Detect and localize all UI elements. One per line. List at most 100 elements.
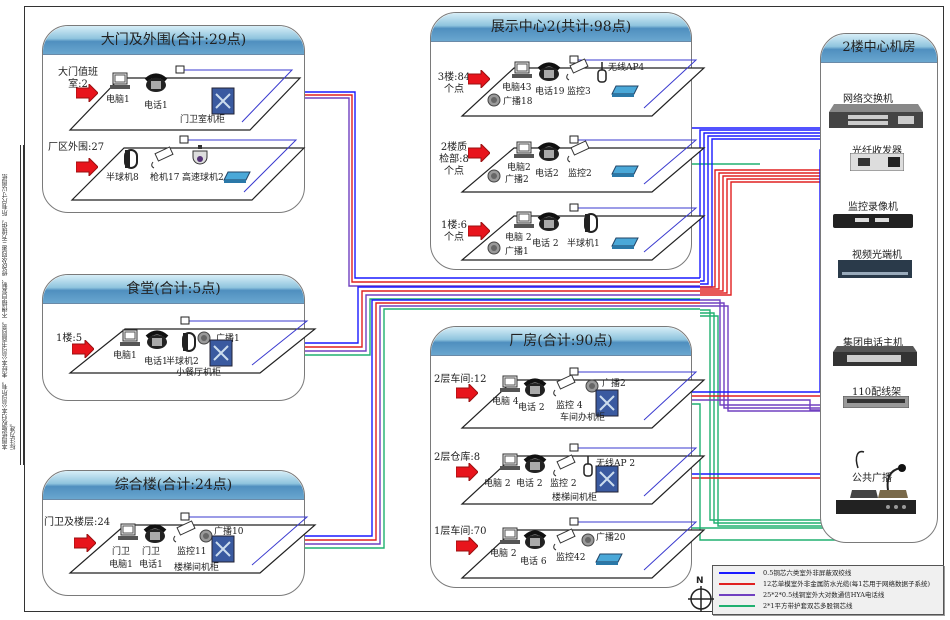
arrow-icon: [71, 338, 95, 360]
legend-label: 2*1平方带护套双芯多股铜芯线: [763, 602, 853, 610]
device-label: 电话1: [144, 101, 168, 111]
switch-icon: [595, 550, 623, 569]
compass-label: N: [696, 576, 704, 586]
device-label: 监控 4: [556, 401, 583, 411]
device-label: 广播2: [602, 379, 626, 389]
floor-plate: [460, 147, 706, 193]
trunk-fiber: [700, 178, 860, 294]
cabinet-icon: [211, 87, 235, 118]
device-label: 电话 2: [518, 403, 545, 413]
network-switch-label: 网络交换机: [843, 94, 893, 105]
phone-icon: [143, 524, 167, 546]
device-label: 广播10: [214, 527, 244, 537]
trunk-data: [700, 135, 836, 285]
patch-panel-label: 110配线架: [852, 387, 902, 398]
panel-canteen-title: 食堂(合计:5点): [43, 275, 304, 304]
floor-plate: [460, 529, 706, 579]
arrow-icon: [467, 220, 491, 242]
cabinet-label: 楼梯间机柜: [174, 563, 220, 573]
switch-icon: [611, 82, 639, 101]
arrow-icon: [75, 82, 99, 104]
legend-label: 12芯单模室外非金属防水光缆(每1芯用于网络数据子系统): [763, 580, 930, 588]
cabinet-label: 车间办机柜: [560, 413, 606, 423]
area-label-gate-perimeter: 厂区外围:27: [48, 142, 105, 153]
arrow-icon: [455, 382, 479, 404]
compass-icon: [688, 586, 714, 612]
device-label: 广播20: [596, 533, 626, 543]
pa-system-label: 公共广播: [852, 473, 892, 484]
computer-icon: [514, 141, 534, 162]
arrow-icon: [73, 532, 97, 554]
computer-icon: [500, 527, 520, 548]
phone-icon: [523, 454, 547, 476]
area-label-factory-1f-workshop: 1层车间:70: [434, 526, 487, 537]
legend-swatch: [719, 594, 755, 596]
device-label: 监控2: [568, 169, 592, 179]
speaker-icon: [486, 168, 502, 188]
device-label: 无线AP 2: [596, 459, 636, 469]
device-label: 监控42: [556, 553, 586, 563]
device-label: 电脑2: [507, 163, 531, 173]
nvr-label: 监控录像机: [848, 202, 898, 213]
computer-icon: [118, 523, 138, 544]
ptz-camera-icon: [190, 145, 210, 169]
cable-complex: [234, 302, 700, 541]
cabinet-label: 小餐厅机柜: [176, 368, 222, 378]
device-label: 电脑 4: [492, 397, 519, 407]
floor-plate: [460, 455, 706, 505]
speaker-icon: [584, 378, 600, 398]
panel-gate-title: 大门及外围(合计:29点): [43, 26, 304, 55]
computer-icon: [110, 72, 130, 93]
bullet-camera-icon: [552, 374, 576, 400]
trunk-broadcast: [700, 309, 870, 521]
arrow-icon: [75, 156, 99, 178]
device-label: 电话2: [535, 169, 559, 179]
trunk-fiber: [700, 172, 860, 290]
cabinet-icon: [209, 339, 233, 370]
legend-label: 0.5铜芯六类室外非屏蔽双绞线: [763, 569, 852, 577]
area-label-exhibition-2f: 2楼质检部:8个点: [439, 142, 469, 177]
legend-swatch: [719, 605, 755, 607]
cabinet-icon: [595, 389, 619, 420]
area-label-gate-duty: 大门值班室:2: [58, 67, 98, 90]
phone-icon: [537, 142, 561, 164]
area-label-exhibition-1f: 1楼:6个点: [440, 220, 468, 243]
device-label: 半球机8: [106, 173, 139, 183]
device-label: 电脑 2: [505, 233, 532, 243]
device-label: 电话1: [144, 357, 168, 367]
area-label-factory-2f-warehouse: 2层仓库:8: [434, 452, 481, 463]
trunk-fiber: [700, 169, 860, 288]
phone-icon: [537, 62, 561, 84]
device-label: 电话 6: [520, 557, 547, 567]
switch-icon: [611, 234, 639, 253]
bullet-camera-icon: [566, 140, 590, 166]
device-label: 广播18: [503, 97, 533, 107]
legend-item-phone: 25*2*0.5线铜室外大对数通信HYA电话线: [719, 590, 884, 601]
pa-system-icon: [836, 450, 916, 514]
area-label-complex: 门卫及楼层:24: [44, 517, 111, 528]
switch-icon: [611, 162, 639, 181]
fiber-transceiver-label: 光纤收发器: [852, 146, 902, 157]
speaker-icon: [580, 532, 596, 552]
bullet-camera-icon: [565, 58, 589, 84]
phone-icon: [145, 330, 169, 352]
cabinet-icon: [211, 535, 235, 566]
device-label: 广播1: [216, 334, 240, 344]
panel-server-room-title: 2楼中心机房: [821, 34, 937, 63]
device-label: 广播1: [505, 247, 529, 257]
device-label: 电话 2: [532, 239, 559, 249]
panel-factory-title: 厂房(合计:90点): [431, 327, 691, 356]
video-optical-label: 视频光端机: [852, 250, 902, 261]
floor-plate: [460, 379, 706, 429]
legend-swatch: [719, 572, 755, 574]
legend-item-fiber: 12芯单模室外非金属防水光缆(每1芯用于网络数据子系统): [719, 579, 930, 590]
arrow-icon: [455, 461, 479, 483]
device-label: 电脑43: [502, 83, 532, 93]
diagram-frame: [24, 6, 944, 612]
cable-complex: [234, 308, 700, 549]
device-label: 高速球机2: [182, 173, 224, 183]
arrow-icon: [455, 535, 479, 557]
bullet-camera-icon: [172, 520, 196, 546]
device-label: 监控11: [177, 547, 207, 557]
trunk-broadcast: [700, 312, 870, 524]
